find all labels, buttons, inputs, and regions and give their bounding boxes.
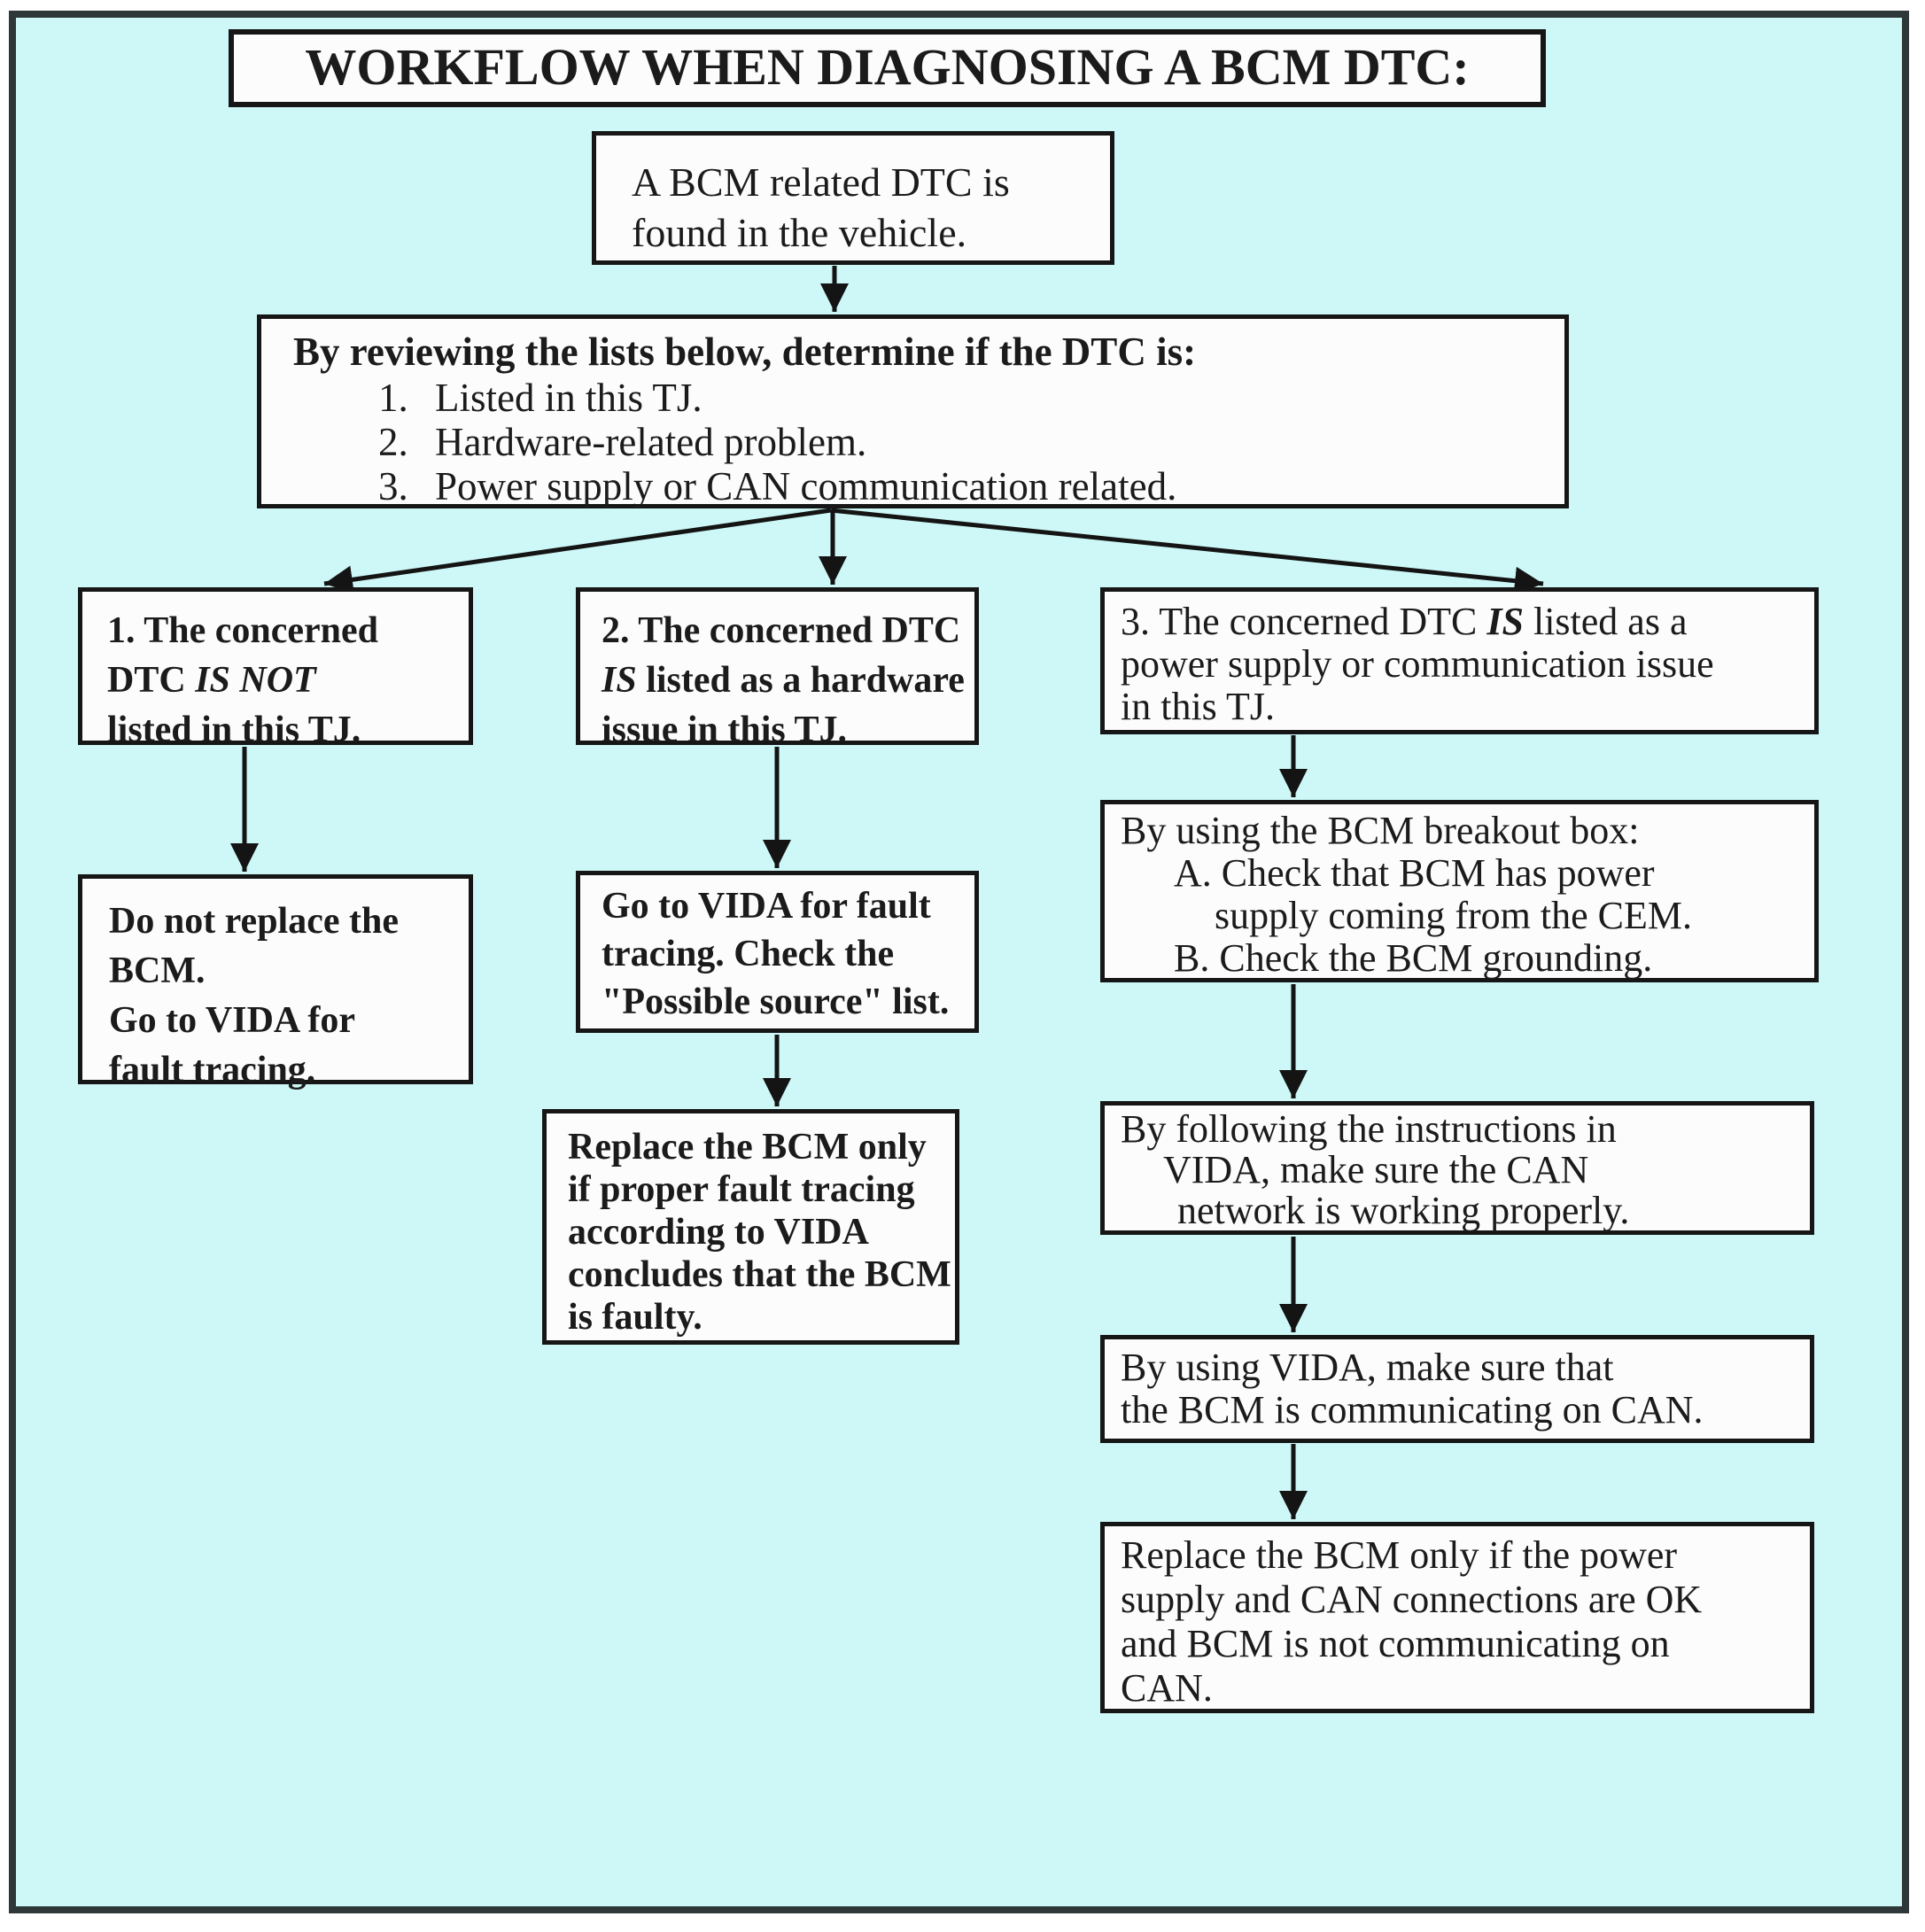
text-line: CAN.	[1121, 1666, 1213, 1710]
item-text: Power supply or CAN communication relate…	[435, 464, 1177, 508]
branch1-action-box: Do not replace the BCM. Go to VIDA for f…	[78, 874, 473, 1090]
text-line: supply and CAN connections are OK	[1121, 1578, 1703, 1621]
text-line: tracing. Check the	[602, 934, 895, 974]
text-line: Replace the BCM only if the power	[1121, 1533, 1678, 1577]
item-text: Hardware-related problem.	[435, 420, 867, 464]
emphasis-text: IS	[1486, 600, 1524, 643]
text-segment: DTC	[107, 660, 196, 701]
text-line: fault tracing.	[109, 1050, 316, 1090]
text-line: supply coming from the CEM.	[1215, 894, 1692, 937]
arrow-decision-to-branch3	[830, 508, 1544, 595]
emphasis-text: IS	[602, 660, 637, 701]
decision-item: 3. Power supply or CAN communication rela…	[378, 464, 1556, 508]
text-line: DTC IS NOT	[107, 656, 463, 705]
text-line: VIDA, make sure the CAN	[1163, 1148, 1589, 1191]
branch3-step1-box: By using the BCM breakout box: A. Check …	[1100, 800, 1819, 982]
branch2-condition-box: 2. The concerned DTC IS listed as a hard…	[576, 587, 979, 750]
text-line: in this TJ.	[1121, 685, 1276, 728]
branch3-condition-box: 3. The concerned DTC IS listed as a powe…	[1100, 587, 1819, 734]
text-line: By following the instructions in	[1121, 1107, 1617, 1151]
text-line: By using the BCM breakout box:	[1121, 809, 1640, 852]
arrow-decision-to-branch1	[323, 508, 832, 594]
text-line: concludes that the BCM	[568, 1254, 951, 1295]
text-segment: listed as a	[1523, 600, 1688, 643]
branch3-step2-box: By following the instructions in VIDA, m…	[1100, 1101, 1814, 1235]
text-line: issue in this TJ.	[602, 710, 847, 750]
text-line: the BCM is communicating on CAN.	[1121, 1388, 1704, 1432]
text-line: Replace the BCM only	[568, 1127, 927, 1168]
text-line: A BCM related DTC is	[632, 159, 1010, 205]
item-number: 1.	[378, 376, 408, 420]
decision-item: 2. Hardware-related problem.	[378, 420, 1556, 464]
decision-box: By reviewing the lists below, determine …	[257, 314, 1569, 508]
diagram-title: WORKFLOW WHEN DIAGNOSING A BCM DTC:	[305, 38, 1470, 96]
text-line: By using VIDA, make sure that	[1121, 1346, 1614, 1389]
decision-item: 1. Listed in this TJ.	[378, 376, 1556, 420]
item-number: 2.	[378, 420, 408, 464]
text-line: IS listed as a hardware	[602, 656, 969, 705]
text-line: listed in this TJ.	[107, 710, 361, 750]
text-line: A. Check that BCM has power	[1174, 851, 1655, 895]
text-line: according to VIDA	[568, 1212, 869, 1253]
text-line: "Possible source" list.	[602, 982, 950, 1022]
text-line: 3. The concerned DTC IS listed as a	[1121, 601, 1809, 643]
text-segment: listed as a hardware	[636, 660, 965, 701]
branch2-step2-box: Replace the BCM only if proper fault tra…	[542, 1109, 959, 1345]
text-line: 2. The concerned DTC	[602, 610, 961, 651]
item-text: Listed in this TJ.	[435, 376, 702, 420]
text-segment: 3. The concerned DTC	[1121, 600, 1487, 643]
text-line: Go to VIDA for	[109, 1000, 356, 1041]
text-line: 1. The concerned	[107, 610, 379, 651]
text-line: found in the vehicle.	[632, 210, 967, 255]
branch3-step4-box: Replace the BCM only if the power supply…	[1100, 1522, 1814, 1713]
text-line: B. Check the BCM grounding.	[1174, 936, 1653, 980]
text-line: power supply or communication issue	[1121, 642, 1714, 686]
branch3-step3-box: By using VIDA, make sure that the BCM is…	[1100, 1335, 1814, 1443]
branch2-step1-box: Go to VIDA for fault tracing. Check the …	[576, 871, 979, 1033]
emphasis-text: IS NOT	[195, 660, 316, 701]
text-line: Go to VIDA for fault	[602, 886, 931, 927]
start-box: A BCM related DTC is found in the vehicl…	[592, 131, 1114, 265]
diagram-title-box: WORKFLOW WHEN DIAGNOSING A BCM DTC:	[229, 29, 1546, 107]
text-line: BCM.	[109, 950, 206, 991]
decision-header: By reviewing the lists below, determine …	[293, 330, 1197, 374]
text-line: and BCM is not communicating on	[1121, 1622, 1670, 1665]
item-number: 3.	[378, 464, 408, 508]
text-line: Do not replace the	[109, 901, 399, 942]
text-line: network is working properly.	[1177, 1189, 1630, 1232]
text-line: is faulty.	[568, 1297, 702, 1338]
text-line: if proper fault tracing	[568, 1169, 915, 1210]
branch1-condition-box: 1. The concerned DTC IS NOT listed in th…	[78, 587, 473, 750]
